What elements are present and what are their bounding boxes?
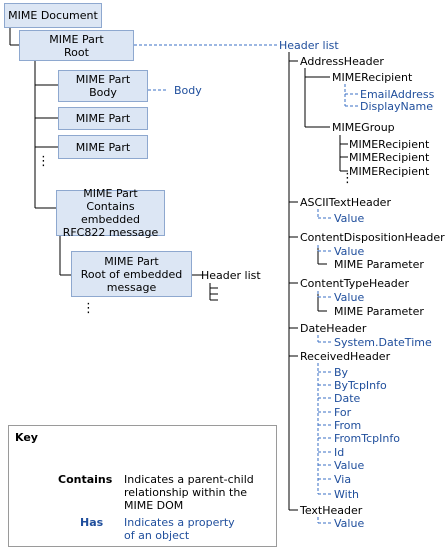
mime-document-box: MIME Document [4,3,102,28]
key-title: Key [15,431,38,444]
mime-part-box-2: MIME Part [58,135,148,159]
received-prop: FromTcpInfo [334,432,400,445]
ct-value: Value [334,291,365,304]
mime-part-body-box: MIME Part Body [58,70,148,102]
header-list-label-2: Header list [201,269,261,282]
key-contains-desc-1: Indicates a parent-child [124,473,254,486]
display-name: DisplayName [360,100,433,113]
mime-part-embedded-root-box: MIME Part Root of embedded message [71,251,192,297]
group-recipient-1: MIMERecipient [349,138,430,151]
mime-group: MIMEGroup [332,121,395,134]
cd-mime-parameter: MIME Parameter [334,258,424,271]
ascii-text-header: ASCIITextHeader [300,196,391,209]
key-contains-desc-3: MIME DOM [124,499,184,512]
group-recipient-2: MIMERecipient [349,151,430,164]
embroot-label-1: MIME Part [104,254,159,268]
key-has-desc-2: of an object [124,529,190,542]
received-prop: ByTcpInfo [334,379,387,392]
embedded-label-1: MIME Part [83,187,138,200]
received-prop: Date [334,392,361,405]
embedded-label-3: RFC822 message [62,226,159,239]
cd-value: Value [334,245,365,258]
email-address: EmailAddress [360,88,435,101]
received-header: ReceivedHeader [300,350,391,363]
address-header: AddressHeader [300,55,384,68]
ellipsis-2: ⋮ [82,301,95,316]
mime-document-label: MIME Document [8,9,98,22]
content-type-header: ContentTypeHeader [300,277,410,290]
key-contains-desc-2: relationship within the [124,486,248,499]
ct-mime-parameter: MIME Parameter [334,305,424,318]
ellipsis-1: ⋮ [37,154,50,169]
part1-label: MIME Part [75,112,131,125]
date-header: DateHeader [300,322,367,335]
body-label-1: MIME Part [75,73,131,86]
body-label-2: Body [89,86,117,99]
mime-part-box-1: MIME Part [58,107,148,130]
text-value: Value [334,517,365,530]
key-has-label: Has [80,516,104,529]
mime-part-embedded-box: MIME Part Contains embedded RFC822 messa… [56,187,165,239]
embroot-label-2: Root of embedded [80,267,183,281]
received-prop: Via [334,473,352,486]
key-has-desc-1: Indicates a property [124,516,235,529]
body-label: Body [174,84,202,97]
received-prop: Value [334,459,365,472]
embroot-label-3: message [106,280,157,294]
mime-part-root-box: MIME Part Root [19,30,134,61]
received-prop: From [334,419,362,432]
root-label-2: Root [64,45,89,59]
date-value: System.DateTime [334,336,432,349]
header-list-label: Header list [279,39,339,52]
received-prop: With [334,488,359,501]
key-legend [8,425,277,547]
part2-label: MIME Part [75,140,131,154]
ascii-value: Value [334,212,365,225]
mime-recipient: MIMERecipient [332,71,413,84]
received-prop: Id [334,446,345,459]
received-prop: For [334,406,352,419]
text-header: TextHeader [300,504,363,517]
ellipsis-3: ⋮ [341,171,354,186]
content-disposition-header: ContentDispositionHeader [300,231,445,244]
root-label-1: MIME Part [49,32,104,46]
group-recipient-3: MIMERecipient [349,165,430,178]
received-prop: By [334,366,349,379]
key-contains-label: Contains [58,473,113,486]
embedded-label-2: Contains embedded [81,200,140,226]
